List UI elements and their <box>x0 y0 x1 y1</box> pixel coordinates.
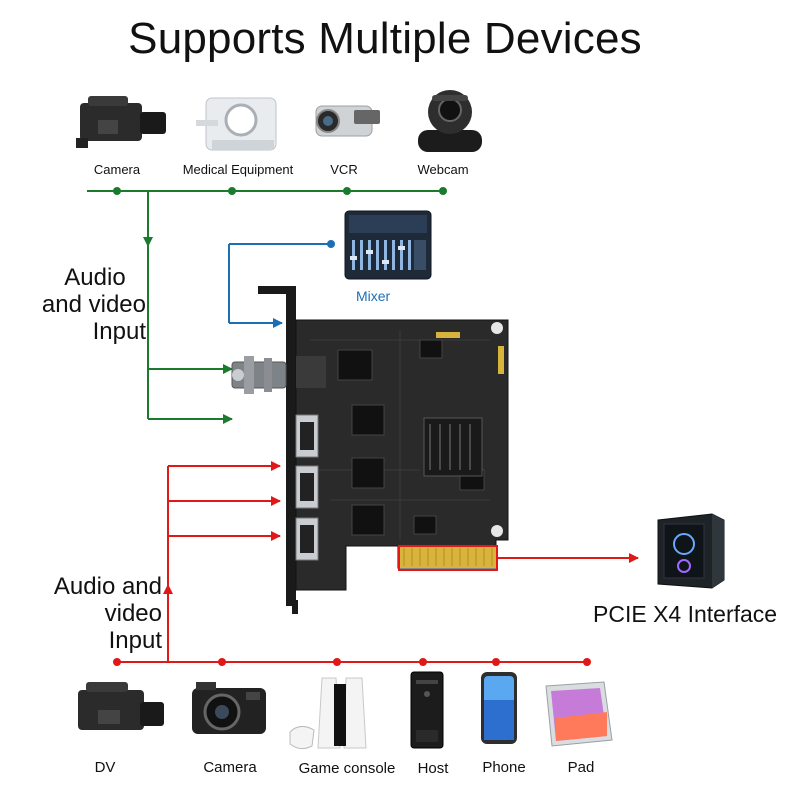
bottom-device-label: Pad <box>567 759 595 776</box>
phone-icon <box>481 672 517 744</box>
camera-icon <box>76 96 166 148</box>
mixer-audio-line <box>228 243 331 328</box>
page-title: Supports Multiple Devices <box>128 14 642 63</box>
mixer-node <box>327 240 335 248</box>
game-console-icon <box>289 677 367 750</box>
hdmi-bus-nodes <box>113 658 591 666</box>
webcam-icon <box>418 90 482 152</box>
tablet-icon <box>545 681 613 747</box>
pcie-interface-label: PCIE X4 Interface <box>593 601 778 627</box>
top-device-label: Camera <box>93 162 141 177</box>
hdmi-input-label-line: video <box>104 600 162 627</box>
hdmi-input-label: Audio and video Input <box>6 573 162 654</box>
sdi-bus-nodes <box>113 187 447 195</box>
top-device-label: Medical Equipment <box>182 162 294 177</box>
hdmi-input-label-line: Input <box>108 627 162 654</box>
sdi-input-label-line: and video <box>41 291 146 318</box>
sdi-input-bus <box>87 190 443 424</box>
top-device-label: Webcam <box>417 162 469 177</box>
bottom-device-label: Camera <box>203 759 257 776</box>
bottom-device-label: Host <box>417 760 449 777</box>
medical-equipment-icon <box>196 97 277 151</box>
hdmi-input-label-line: Audio and <box>53 573 162 600</box>
mixer-label: Mixer <box>356 288 391 304</box>
bottom-device-label: Game console <box>298 760 396 777</box>
bottom-device-label: Phone <box>482 759 526 776</box>
audio-mixer-icon <box>344 210 432 280</box>
vcr-icon <box>315 105 380 137</box>
sdi-input-label-line: Input <box>92 318 146 345</box>
hdmi-input-bus <box>117 461 587 663</box>
dv-camera-icon <box>78 682 164 730</box>
capture-card-icon <box>231 286 509 614</box>
top-device-label: VCR <box>330 162 358 177</box>
sdi-input-label: Audio and video Input <box>10 264 146 345</box>
sdi-input-label-line: Audio <box>64 264 126 291</box>
mirrorless-camera-icon <box>192 682 266 734</box>
bottom-device-label: DV <box>94 759 116 776</box>
host-pc-icon <box>410 671 444 749</box>
pc-tower-icon <box>657 513 725 589</box>
